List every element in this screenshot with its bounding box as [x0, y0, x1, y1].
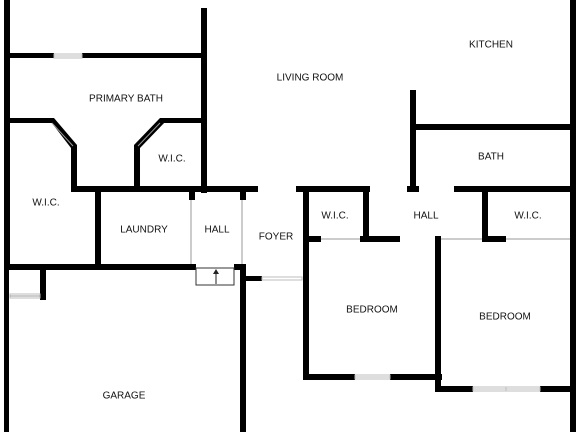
wall-wic-left-vertical [71, 145, 77, 191]
room-label-primary-bath: PRIMARY BATH [89, 94, 163, 105]
up-arrow-icon [213, 269, 219, 274]
wall-laundry-right [189, 186, 195, 200]
wall-laundry-left [95, 186, 101, 268]
room-label-garage: GARAGE [103, 391, 146, 402]
wall-bedroom-left-top [296, 186, 370, 192]
room-label-laundry: LAUNDRY [120, 225, 168, 236]
wall-angled-left [48, 118, 77, 148]
wall-right-outer [570, 0, 576, 432]
wall-laundry-top [71, 186, 207, 192]
wall-primary-bath-right [201, 8, 207, 193]
wall-wic-mid-left [303, 186, 309, 240]
wall-bedroom-left-top-inner2 [360, 236, 400, 242]
room-label-kitchen: KITCHEN [469, 40, 513, 51]
wall-wic-right-left [482, 186, 488, 240]
wall-bedroom-left-bottom-a [303, 374, 355, 380]
wall-left-garage [4, 268, 9, 432]
wall-wic-mid-right [363, 186, 369, 240]
room-label-wic-left: W.I.C. [32, 198, 59, 209]
walls [4, 0, 576, 432]
wall-bath-bottom [454, 186, 576, 192]
wall-wic-right-vertical [134, 145, 140, 191]
window-foyer [261, 276, 303, 281]
room-label-hall-left: HALL [204, 225, 229, 236]
openings [10, 200, 570, 297]
room-label-wic-mid: W.I.C. [321, 211, 348, 222]
wall-bedroom-right-bottom-a [435, 386, 473, 392]
wall-left-outer [4, 0, 10, 270]
room-label-bath: BATH [478, 152, 504, 163]
wall-bedroom-divider [435, 236, 441, 390]
room-label-hall-right: HALL [413, 211, 438, 222]
wall-kitchen-bottom [412, 124, 576, 130]
wall-garage-stub [40, 264, 46, 300]
wall-primary-bath-low-left [4, 118, 52, 123]
room-label-bedroom-right: BEDROOM [479, 312, 531, 323]
room-label-wic-right: W.I.C. [514, 211, 541, 222]
wall-wic-right-bottom [482, 236, 506, 242]
wall-laundry-top-right [202, 186, 258, 192]
wall-hall-left-right [240, 186, 246, 200]
wall-bedroom-left-bottom-b [390, 374, 442, 380]
room-label-living-room: LIVING ROOM [277, 73, 344, 84]
room-label-primary-wic: W.I.C. [158, 154, 185, 165]
wall-bedroom-left-left [303, 236, 309, 380]
wall-bedroom-right-bottom-b [540, 386, 576, 392]
wall-primary-bath-top-a [4, 53, 54, 58]
primary-bath-angled-walls [48, 118, 166, 148]
wall-bath-left [410, 90, 416, 192]
wall-primary-bath-low-right [160, 118, 206, 123]
wall-primary-bath-top-b [82, 53, 206, 58]
room-label-bedroom-left: BEDROOM [346, 305, 398, 316]
wall-foyer-bottom [246, 276, 262, 281]
wall-bedroom-left-top-inner [303, 236, 321, 242]
entry-step [195, 267, 235, 286]
room-label-foyer: FOYER [259, 232, 293, 243]
room-labels: KITCHEN LIVING ROOM PRIMARY BATH W.I.C. … [32, 40, 541, 402]
wall-garage-top [4, 264, 196, 270]
wall-garage-right [240, 264, 246, 432]
